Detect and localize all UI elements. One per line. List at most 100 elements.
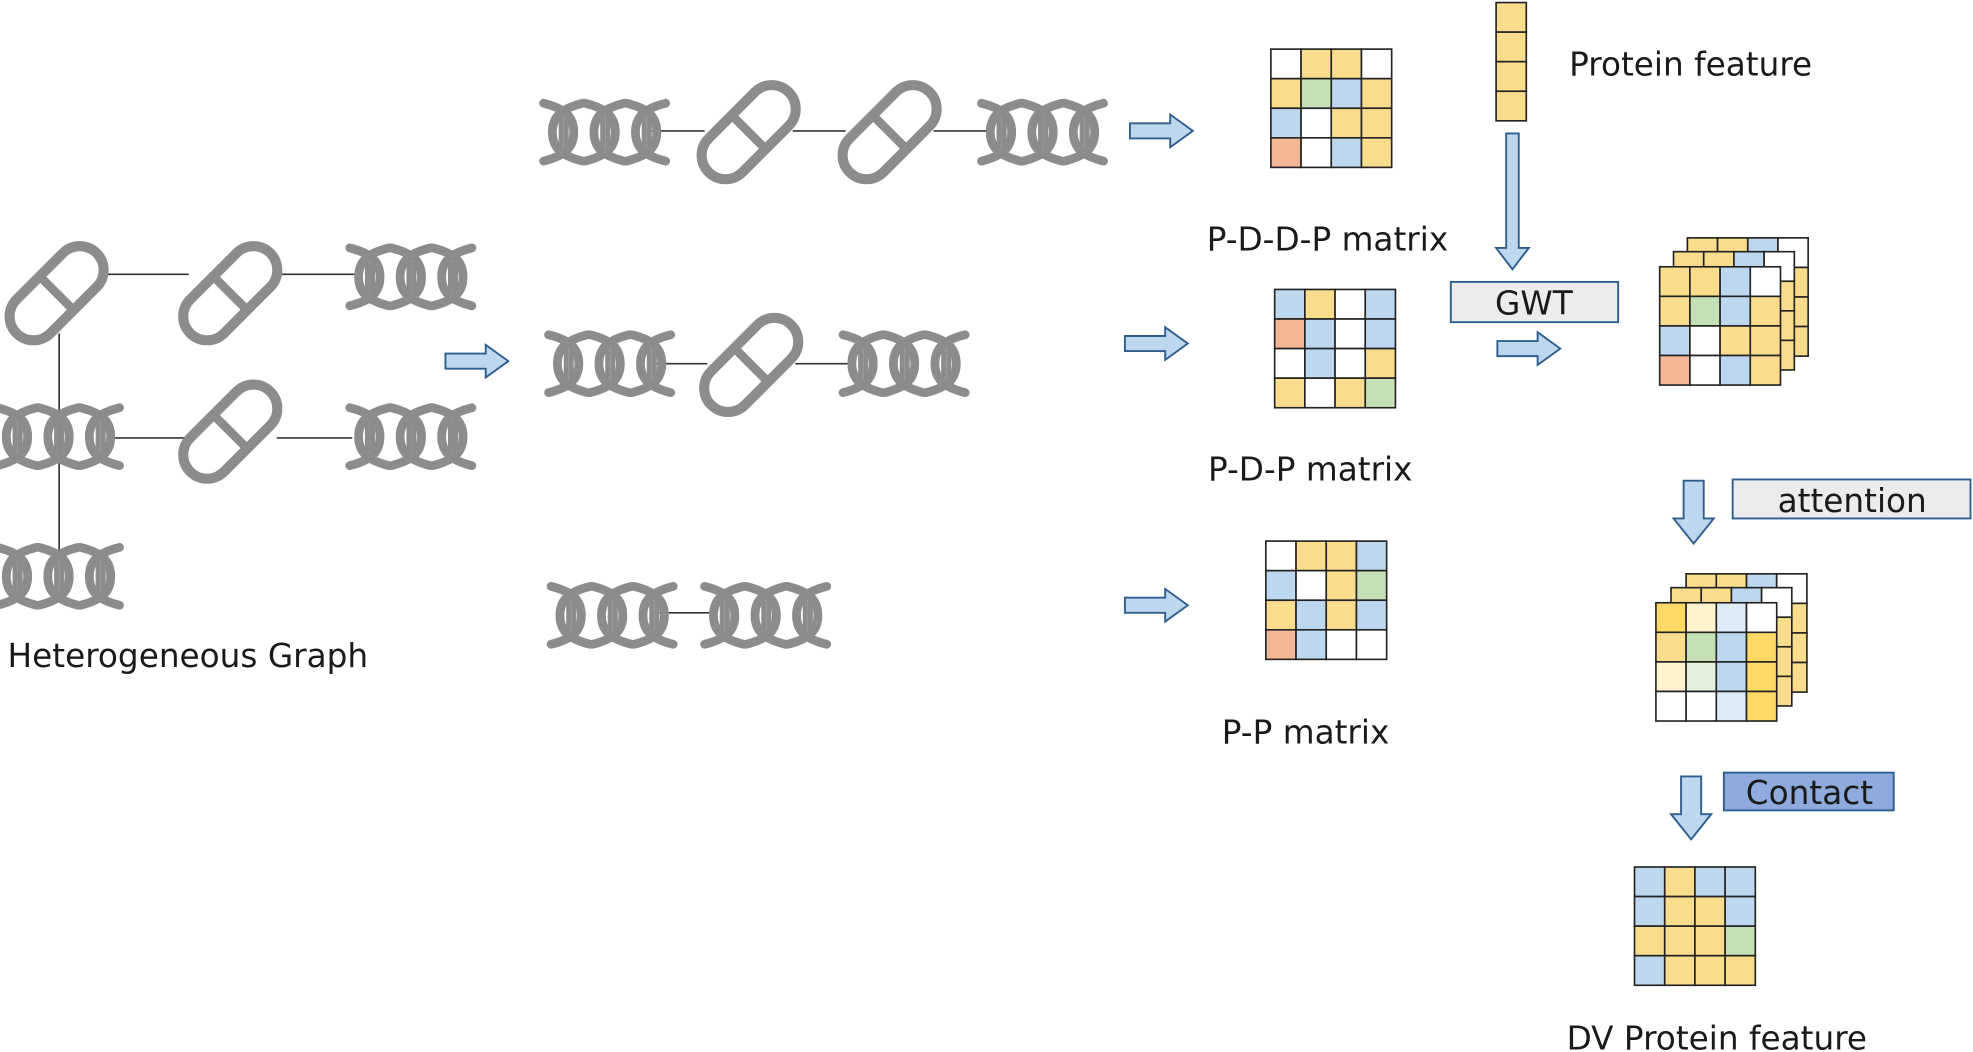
gwt-feature-stack [1658,237,1809,386]
pddp-matrix-cell [1360,136,1393,169]
gwt-stack-front-cell [1719,325,1752,357]
arrow-right-icon [1496,331,1562,366]
dna-helix-icon [0,547,120,605]
arrow-right-icon [1123,587,1189,623]
pp-matrix-cell [1295,569,1328,602]
pp-matrix [1265,540,1388,661]
pddp-matrix-label: P-D-D-P matrix [1207,220,1449,258]
protein-feature-cell [1495,1,1528,33]
pddp-matrix-cell [1330,136,1363,169]
gwt-stack-front-cell [1719,354,1752,386]
dv-matrix-cell [1724,895,1757,927]
pp-matrix-cell [1295,628,1328,661]
dv-matrix-cell [1633,866,1666,898]
pill-capsule-icon [0,236,114,350]
pdp-matrix-label: P-D-P matrix [1208,451,1413,489]
pddp-matrix-cell [1330,48,1363,80]
arrow-down-icon [1672,479,1715,545]
dv-protein-feature-label: DV Protein feature [1567,1019,1867,1052]
arrow-right-icon [444,343,510,379]
pdp-matrix-cell [1364,347,1397,379]
pp-matrix-cell [1325,628,1358,661]
pdp-matrix-cell [1364,318,1397,350]
protein-feature-cell [1495,90,1528,122]
att-stack-front-cell [1715,661,1748,693]
protein-feature-vector [1495,1,1528,122]
gwt-stack-front-cell [1719,265,1752,298]
gwt-stack-front-cell [1749,354,1782,386]
pill-capsule-icon [173,236,287,350]
pddp-matrix-cell [1300,48,1333,80]
dna-helix-icon [705,586,827,644]
att-stack-front-cell [1655,631,1687,663]
dna-helix-icon [0,408,120,466]
pill-capsule-icon [833,75,947,189]
dv-matrix-cell [1633,925,1666,957]
pddp-matrix-cell [1270,136,1302,169]
metapath-pdp [549,308,965,422]
arrow-down-icon [1494,132,1531,271]
pddp-matrix-cell [1360,48,1393,80]
dna-helix-icon [544,103,666,161]
arrow-right-icon [1123,326,1189,361]
att-stack-front-cell [1655,661,1687,693]
dna-helix-icon [350,408,472,466]
gwt-label: GWT [1495,285,1574,323]
pdp-matrix-cell [1304,288,1336,320]
attention-feature-stack [1655,572,1808,722]
pdp-matrix-cell [1334,377,1367,409]
pp-matrix-cell [1265,628,1297,661]
pp-matrix-label: P-P matrix [1222,714,1390,752]
attention-label: attention [1778,482,1927,520]
pdp-matrix-cell [1334,318,1367,350]
pdp-matrix-cell [1304,377,1336,409]
pdp-matrix-cell [1273,377,1306,409]
att-stack-front-cell [1685,661,1718,693]
pp-matrix-cell [1355,628,1388,661]
pdp-matrix-cell [1334,347,1367,379]
pddp-matrix-cell [1360,77,1393,110]
att-stack-front-cell [1745,661,1778,693]
att-stack-front-cell [1715,690,1748,722]
pp-matrix-cell [1265,569,1297,602]
pdp-matrix-cell [1273,347,1306,379]
dv-matrix-cell [1724,925,1757,957]
pdp-matrix-cell [1334,288,1367,320]
contact-box [1722,771,1895,812]
gwt-stack-front-cell [1749,265,1782,298]
arrow-down-icon [1670,775,1713,841]
att-stack-front-cell [1685,631,1718,663]
pill-capsule-icon [173,375,287,489]
att-stack-front-cell [1745,690,1778,722]
pp-matrix-cell [1265,599,1297,631]
pddp-matrix-cell [1270,48,1302,80]
pdp-matrix [1273,288,1397,409]
pdp-matrix-cell [1364,377,1397,409]
gwt-box [1449,280,1620,324]
att-stack-front-cell [1715,601,1748,634]
gwt-stack-front-cell [1658,354,1691,386]
heterogeneous-graph: Heterogeneous Graph [0,236,472,675]
pddp-matrix-cell [1270,107,1302,139]
dv-matrix-cell [1724,866,1757,898]
pddp-matrix-cell [1270,77,1302,110]
metapath-pddp [544,75,1104,189]
dv-matrix-cell [1694,866,1726,898]
pddp-matrix-cell [1300,107,1333,139]
protein-feature-cell [1495,60,1528,93]
gwt-stack-front-cell [1689,354,1721,386]
pill-capsule-icon [692,75,806,189]
gwt-stack-front-cell [1689,295,1721,327]
pdp-matrix-cell [1364,288,1397,320]
pp-matrix-cell [1325,569,1358,602]
pdp-matrix-cell [1304,347,1336,379]
att-stack-front-cell [1685,690,1718,722]
pddp-matrix [1270,48,1393,169]
att-stack-front-cell [1655,601,1687,634]
gwt-stack-front-cell [1658,265,1691,298]
gwt-stack-front-cell [1658,295,1691,327]
metapath-pp [551,586,827,644]
att-stack-front-cell [1655,690,1687,722]
gwt-stack-front-cell [1749,295,1782,327]
